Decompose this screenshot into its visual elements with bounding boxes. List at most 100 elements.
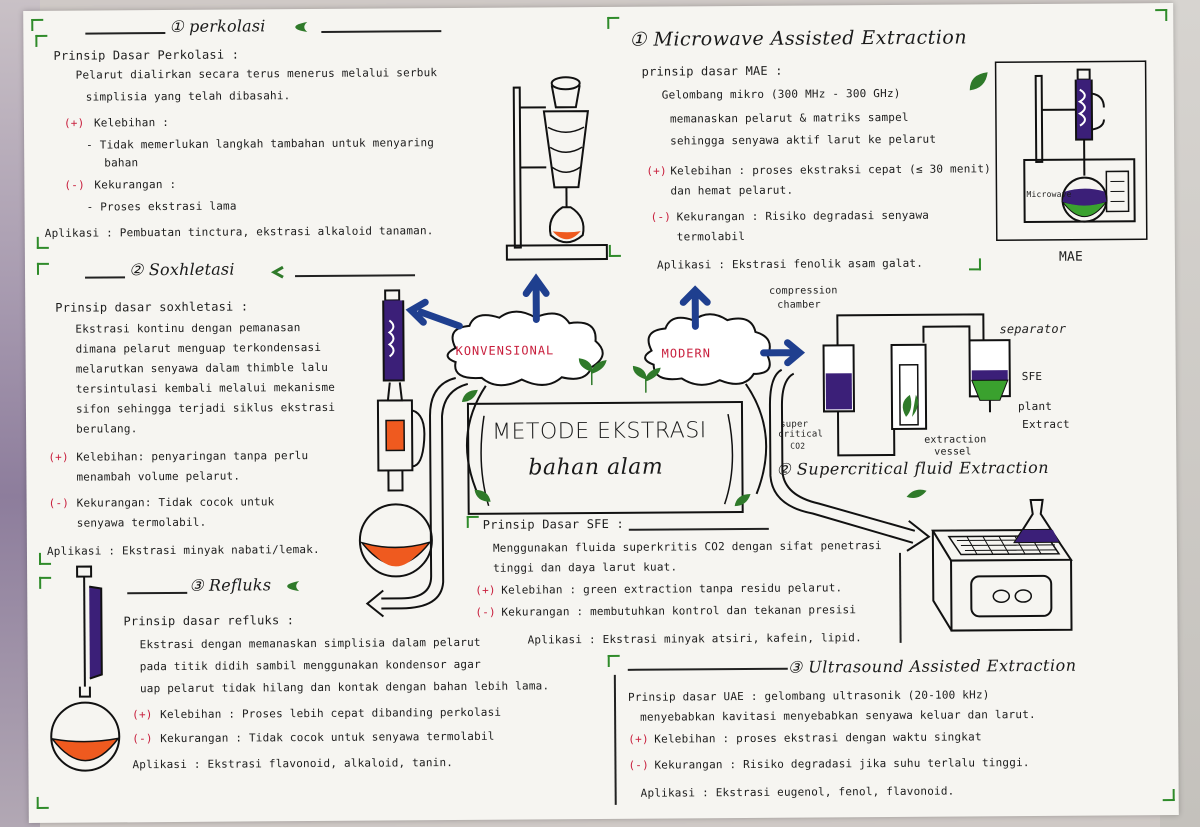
sfe-vessel-label: vessel — [934, 446, 972, 458]
corner-mark — [608, 244, 621, 257]
perkolasi-kelebihan-line: bahan — [104, 156, 139, 170]
sfe-extraction-label: extraction — [924, 434, 987, 446]
sfe-plant-label: plant — [1017, 399, 1053, 414]
sfe-compression-label: compression — [769, 285, 838, 297]
sfe-extract-label: Extract — [1022, 417, 1070, 432]
perkolasi-prinsip-line: Pelarut dialirkan secara terus menerus m… — [75, 66, 438, 82]
plus-mark: (+) — [48, 450, 69, 464]
leaf-icon — [287, 581, 300, 592]
plus-mark: (+) — [628, 732, 649, 746]
corner-mark — [466, 515, 479, 528]
title-underline — [295, 274, 416, 277]
leaf-icon — [295, 22, 308, 33]
center-box — [465, 383, 768, 515]
arrow-down-left-icon — [365, 377, 469, 618]
sfe-label: SFE — [1021, 369, 1043, 384]
perkolasi-aplikasi: Aplikasi : Pembuatan tinctura, ekstrasi … — [44, 224, 434, 240]
corner-mark — [31, 18, 44, 31]
mae-kelebihan: dan hemat pelarut. — [670, 183, 794, 198]
leaf-icon — [734, 493, 751, 507]
sfe-prinsip-head: Prinsip Dasar SFE : — [482, 516, 624, 532]
sfe-separator-label: separator — [999, 321, 1067, 337]
arrow-left-up-icon — [405, 298, 463, 330]
uae-prinsip-line: menyebabkan kavitasi menyebabkan senyawa… — [640, 707, 1036, 724]
soxhletasi-kelebihan: Kelebihan: penyaringan tanpa perlu — [76, 449, 309, 464]
leaf-icon — [461, 389, 478, 402]
sfe-kekurangan: Kekurangan : membutuhkan kontrol dan tek… — [501, 603, 857, 619]
soxhletasi-kekurangan: senyawa termolabil. — [76, 515, 207, 530]
title-underline — [85, 276, 126, 279]
minus-mark: (-) — [650, 210, 672, 224]
center-subtitle: bahan alam — [528, 454, 664, 481]
mae-device-label: Microwave — [1026, 189, 1072, 200]
corner-mark — [607, 16, 620, 29]
mae-prinsip-head: prinsip dasar MAE : — [641, 63, 783, 79]
soxhletasi-prinsip-line: Ekstrasi kontinu dengan pemanasan — [75, 321, 301, 336]
sfe-critical-label: critical — [778, 429, 824, 440]
arrow-right-icon — [760, 339, 806, 367]
sfe-aplikasi: Aplikasi : Ekstrasi minyak atsiri, kafei… — [527, 631, 862, 647]
perkolasi-kekurangan-head: Kekurangan : — [94, 177, 177, 192]
ultrasonic-bath-illustration — [931, 498, 1073, 632]
corner-mark — [36, 236, 49, 249]
refluks-prinsip-line: pada titik didih sambil menggunakan kond… — [139, 657, 481, 674]
soxhletasi-prinsip-line: tersintulasi kembali melalui mekanisme — [75, 380, 336, 396]
soxhletasi-prinsip-line: melarutkan senyawa dalam thimble lalu — [75, 360, 329, 376]
soxhletasi-title: ② Soxhletasi — [128, 259, 235, 280]
sfe-diagram — [822, 313, 1011, 457]
sfe-title: ② Supercritical fluid Extraction — [776, 457, 1050, 479]
soxhletasi-prinsip-line: berulang. — [76, 422, 138, 436]
uae-prinsip-line: Prinsip dasar UAE : gelombang ultrasonik… — [627, 688, 990, 704]
mae-caption: MAE — [1058, 249, 1084, 265]
mae-prinsip-line: memanaskan pelarut & matriks sampel — [669, 110, 909, 126]
minus-mark: (-) — [628, 758, 649, 772]
uae-kekurangan: Kekurangan : Risiko degradasi jika suhu … — [654, 756, 1030, 772]
uae-kelebihan: Kelebihan : proses ekstrasi dengan waktu… — [654, 730, 982, 746]
soxhletasi-prinsip-line: dimana pelarut menguap terkondensasi — [75, 340, 322, 356]
refluks-aplikasi: Aplikasi : Ekstrasi flavonoid, alkaloid,… — [132, 756, 454, 772]
mae-kekurangan: termolabil — [676, 229, 746, 244]
refluks-title: ③ Refluks — [189, 575, 272, 595]
sfe-prinsip-line: Menggunakan fluida superkritis CO2 denga… — [492, 539, 882, 555]
soxhletasi-prinsip-line: sifon sehingga terjadi siklus ekstrasi — [75, 400, 336, 416]
arrow-down-right-icon — [768, 368, 931, 552]
soxhletasi-aplikasi: Aplikasi : Ekstrasi minyak nabati/lemak. — [46, 542, 320, 558]
sfe-co2-label: CO2 — [790, 441, 806, 451]
mae-kelebihan: Kelebihan : proses ekstraksi cepat (≤ 30… — [670, 162, 992, 178]
soxhlet-illustration — [358, 289, 433, 578]
reflux-illustration — [50, 565, 121, 772]
sfe-kelebihan: Kelebihan : green extraction tanpa resid… — [501, 581, 843, 597]
refluks-prinsip-head: Prinsip dasar refluks : — [123, 613, 295, 629]
minus-mark: (-) — [132, 732, 153, 746]
title-underline — [127, 591, 188, 594]
soxhletasi-prinsip-head: Prinsip dasar soxhletasi : — [55, 299, 249, 315]
divider — [613, 674, 617, 805]
center-title: METODE EKSTRASI — [492, 418, 707, 445]
plus-mark: (+) — [646, 164, 667, 178]
minus-mark: (-) — [48, 496, 70, 510]
corner-mark — [607, 654, 620, 667]
sprout-icon — [578, 358, 607, 386]
paper-sheet: ① perkolasi Prinsip Dasar Perkolasi : Pe… — [23, 2, 1179, 824]
perkolasi-kekurangan-line: - Proses ekstrasi lama — [86, 199, 237, 214]
corner-mark — [38, 552, 52, 565]
mae-title: ① Microwave Assisted Extraction — [629, 26, 968, 51]
chevron-left-icon — [270, 265, 284, 279]
corner-mark — [35, 34, 48, 47]
refluks-kekurangan: Kekurangan : Tidak cocok untuk senyawa t… — [160, 729, 495, 746]
percolator-illustration — [505, 76, 608, 261]
perkolasi-prinsip-line: simplisia yang telah dibasahi. — [85, 89, 291, 104]
plus-mark: (+) — [63, 116, 85, 130]
plus-mark: (+) — [132, 708, 153, 722]
corner-mark — [968, 258, 982, 271]
sfe-prinsip-line: tinggi dan daya larut kuat. — [493, 560, 678, 575]
corner-mark — [1155, 9, 1168, 22]
konvensional-label: KONVENSIONAL — [455, 343, 555, 359]
mae-kekurangan: Kekurangan : Risiko degradasi senyawa — [676, 208, 930, 224]
leaf-icon — [474, 489, 491, 502]
leaf-icon — [969, 72, 988, 91]
mae-aplikasi: Aplikasi : Ekstrasi fenolik asam galat. — [656, 256, 924, 272]
perkolasi-prinsip-head: Prinsip Dasar Perkolasi : — [53, 47, 240, 63]
divider — [898, 552, 902, 643]
leaf-icon — [906, 489, 927, 498]
